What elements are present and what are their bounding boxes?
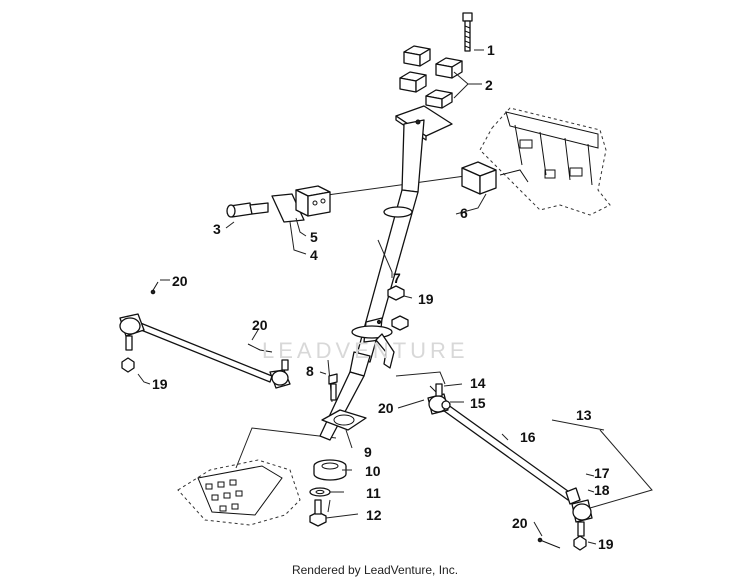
right-tie-rod	[427, 383, 593, 551]
steering-column-part-7	[319, 105, 453, 441]
callout-5: 5	[310, 229, 318, 245]
callout-19-top: 19	[418, 291, 434, 307]
callout-19-left: 19	[152, 376, 168, 392]
callout-18: 18	[594, 482, 610, 498]
callout-16: 16	[520, 429, 536, 445]
clamp-blocks-part-2	[399, 45, 463, 109]
callout-20-center: 20	[378, 400, 394, 416]
callout-12: 12	[366, 507, 382, 523]
bolt-part-1	[462, 12, 473, 52]
bushing-part-3	[226, 202, 269, 218]
callout-15: 15	[470, 395, 486, 411]
callout-19-right: 19	[598, 536, 614, 552]
washer-part-11	[309, 487, 331, 497]
spacer-plate-part-4	[271, 193, 305, 223]
callout-17: 17	[594, 465, 610, 481]
bracket-clamp-part-6	[461, 161, 497, 195]
callout-labels: 1 2 3 4 5 6 7 8 9 10 11 12 13 14 15 16 1…	[152, 42, 614, 552]
callout-2: 2	[485, 77, 493, 93]
callout-10: 10	[365, 463, 381, 479]
bolt-part-12	[309, 499, 327, 527]
callout-20-mid: 20	[252, 317, 268, 333]
callout-7: 7	[393, 270, 401, 286]
callout-9: 9	[364, 444, 372, 460]
frame-bracket	[479, 107, 611, 216]
callout-3: 3	[213, 221, 221, 237]
callout-4: 4	[310, 247, 318, 263]
watermark: LEADVENTURE	[262, 338, 469, 363]
callout-11: 11	[366, 485, 381, 501]
callout-20-left: 20	[172, 273, 188, 289]
callout-6: 6	[460, 205, 468, 221]
callout-20-right: 20	[512, 515, 528, 531]
callout-8: 8	[306, 363, 314, 379]
callout-1: 1	[487, 42, 495, 58]
callout-14: 14	[470, 375, 486, 391]
footer-credit: Rendered by LeadVenture, Inc.	[291, 563, 459, 577]
callout-13: 13	[576, 407, 592, 423]
left-tie-rod	[119, 281, 291, 389]
clamp-block-part-5	[295, 185, 331, 217]
bearing-part-10	[313, 459, 347, 481]
flange-plate-part-9	[321, 409, 367, 431]
nut-part-19-upper	[387, 285, 409, 331]
callout-leaders	[137, 49, 597, 545]
floor-pan	[177, 459, 301, 526]
bolt-part-8	[328, 373, 338, 401]
